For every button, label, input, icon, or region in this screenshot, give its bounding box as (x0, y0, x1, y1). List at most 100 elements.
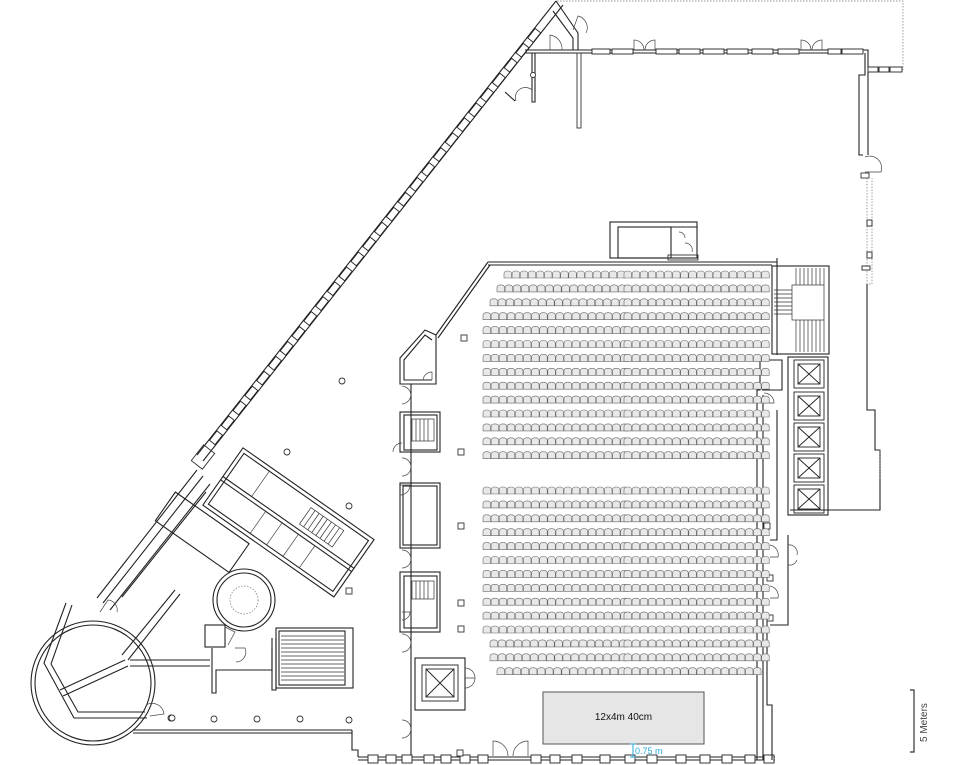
seat-icon (490, 437, 499, 446)
seat-icon (712, 597, 721, 606)
seat-icon (720, 451, 729, 459)
seat-icon (720, 597, 729, 606)
seat-icon (631, 437, 640, 446)
seat-icon (672, 284, 681, 293)
seat-icon (588, 486, 597, 495)
seat-icon (688, 270, 697, 279)
seat-icon (639, 570, 648, 578)
seat-icon (519, 270, 528, 279)
seat-icon (664, 583, 673, 592)
seat-icon (623, 486, 632, 495)
seat-icon (539, 367, 548, 376)
seat-icon (562, 653, 571, 662)
seat-icon (696, 354, 705, 362)
square-column-icon (457, 599, 465, 607)
seat-icon (631, 500, 640, 509)
seat-icon (515, 486, 524, 495)
seat-icon (588, 611, 597, 620)
seat-icon (547, 625, 556, 634)
seat-icon (639, 486, 648, 495)
stage-platform[interactable] (542, 691, 705, 745)
seat-icon (704, 381, 713, 390)
seat-icon (507, 354, 516, 362)
seat-icon (761, 611, 770, 620)
seat-icon (648, 340, 657, 348)
seat-icon (588, 381, 597, 390)
seat-icon (522, 653, 531, 662)
seat-icon (490, 354, 499, 362)
seat-icon (539, 625, 548, 634)
seat-icon (531, 611, 540, 620)
seat-icon (571, 409, 580, 418)
seat-icon (515, 381, 524, 390)
seat-icon (515, 500, 524, 509)
seat-icon (529, 667, 538, 675)
seat-icon (753, 639, 762, 648)
seat-icon (696, 611, 705, 620)
seat-icon (612, 409, 621, 418)
seat-icon (547, 486, 556, 495)
seat-icon (507, 340, 516, 348)
seat-icon (712, 437, 721, 446)
seat-icon (696, 298, 705, 307)
seat-icon (704, 597, 713, 606)
seat-icon (680, 284, 689, 293)
seat-icon (623, 451, 632, 459)
seat-icon (753, 437, 762, 446)
seat-icon (761, 486, 770, 495)
seat-icon (623, 312, 632, 320)
seat-icon (648, 298, 657, 307)
seat-icon (555, 611, 564, 620)
seat-icon (546, 639, 555, 648)
seat-icon (482, 500, 491, 509)
seat-icon (704, 312, 713, 320)
seat-icon (631, 653, 640, 662)
seat-icon (753, 514, 762, 523)
seat-icon (729, 354, 738, 362)
seat-icon (729, 597, 738, 606)
seat-icon (672, 486, 681, 495)
seat-icon (704, 514, 713, 523)
seat-icon (547, 611, 556, 620)
seat-icon (664, 500, 673, 509)
seat-icon (720, 367, 729, 376)
seat-icon (539, 597, 548, 606)
seat-icon (631, 570, 640, 578)
seat-icon (745, 354, 754, 362)
seat-icon (680, 395, 689, 404)
seat-icon (592, 270, 601, 279)
seat-icon (729, 667, 738, 675)
seat-icon (696, 423, 705, 432)
seat-icon (623, 667, 632, 675)
square-column-icon (345, 587, 353, 595)
seat-icon (498, 611, 507, 620)
seat-icon (680, 625, 689, 634)
seat-icon (737, 570, 746, 578)
seat-icon (588, 437, 597, 446)
seat-icon (761, 367, 770, 376)
seat-icon (696, 326, 705, 334)
seat-icon (672, 528, 681, 536)
seat-icon (664, 451, 673, 459)
seat-icon (753, 270, 762, 279)
seat-icon (507, 451, 516, 459)
seat-icon (729, 556, 738, 564)
seat-icon (530, 639, 539, 648)
seat-icon (547, 312, 556, 320)
seat-icon (631, 625, 640, 634)
seat-icon (522, 298, 531, 307)
seat-icon (563, 409, 572, 418)
seat-icon (656, 367, 665, 376)
seat-icon (656, 340, 665, 348)
seat-icon (639, 395, 648, 404)
square-column-icon (766, 574, 774, 582)
seat-icon (612, 583, 621, 592)
seat-icon (604, 570, 613, 578)
seat-icon (688, 542, 697, 550)
southwest-wing (30, 444, 359, 757)
seat-icon (737, 409, 746, 418)
seat-icon (503, 270, 512, 279)
seat-icon (531, 597, 540, 606)
seat-icon (664, 570, 673, 578)
seat-icon (588, 556, 597, 564)
